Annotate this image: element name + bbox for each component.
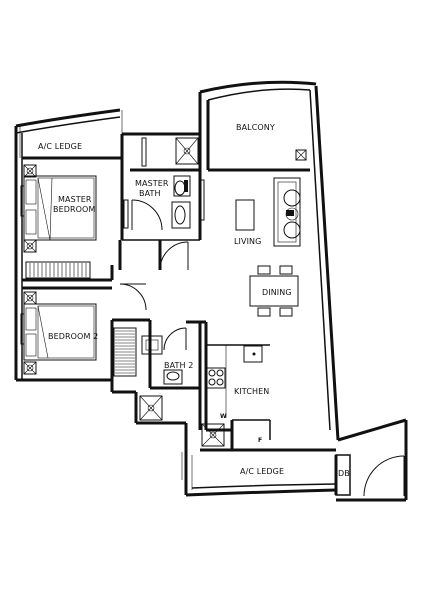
dining-label: DINING [262, 288, 292, 297]
bath-2-basin [141, 335, 163, 355]
master-basin [171, 201, 191, 229]
bedroom-2-wardrobe [113, 327, 137, 377]
coffee-table [235, 199, 255, 231]
kitchen-label: KITCHEN [234, 387, 269, 396]
master-bath-door [131, 199, 163, 231]
master-bedroom-label-1: MASTER [58, 195, 92, 204]
master-bath-label-2: BATH [139, 189, 161, 198]
dining-set [249, 265, 299, 317]
sofa [273, 177, 301, 247]
master-toilet [173, 175, 191, 197]
bath-2-shower [139, 395, 163, 421]
bedroom-2-label: BEDROOM 2 [48, 332, 98, 341]
living-label: LIVING [234, 237, 261, 246]
master-shower [175, 137, 199, 165]
master-bedroom-label-2: BEDROOM [53, 205, 95, 214]
interior-walls [22, 132, 351, 496]
main-door [363, 455, 405, 497]
bath-2-label: BATH 2 [164, 361, 193, 370]
kitchen-shower-box [201, 423, 225, 447]
bath-2-toilet [163, 369, 183, 385]
kitchen-hob [206, 367, 226, 389]
washer-mark: W [220, 413, 227, 420]
master-wardrobe [25, 261, 91, 279]
kitchen-sink [243, 345, 263, 363]
corridor-doors [119, 241, 189, 311]
ac-ledge-top-rail [15, 110, 123, 158]
db-label: DB [338, 469, 350, 478]
master-bedside-tables [23, 164, 37, 253]
master-bath-label-1: MASTER [135, 179, 169, 188]
fridge-mark: F [258, 437, 262, 444]
balcony-label: BALCONY [236, 123, 275, 132]
bedroom-2-bedside [23, 291, 37, 375]
bath-2-door [163, 327, 187, 351]
ac-ledge-top-label: A/C LEDGE [38, 142, 82, 151]
ac-ledge-bottom-label: A/C LEDGE [240, 467, 284, 476]
bedroom-2-bed [23, 303, 97, 361]
